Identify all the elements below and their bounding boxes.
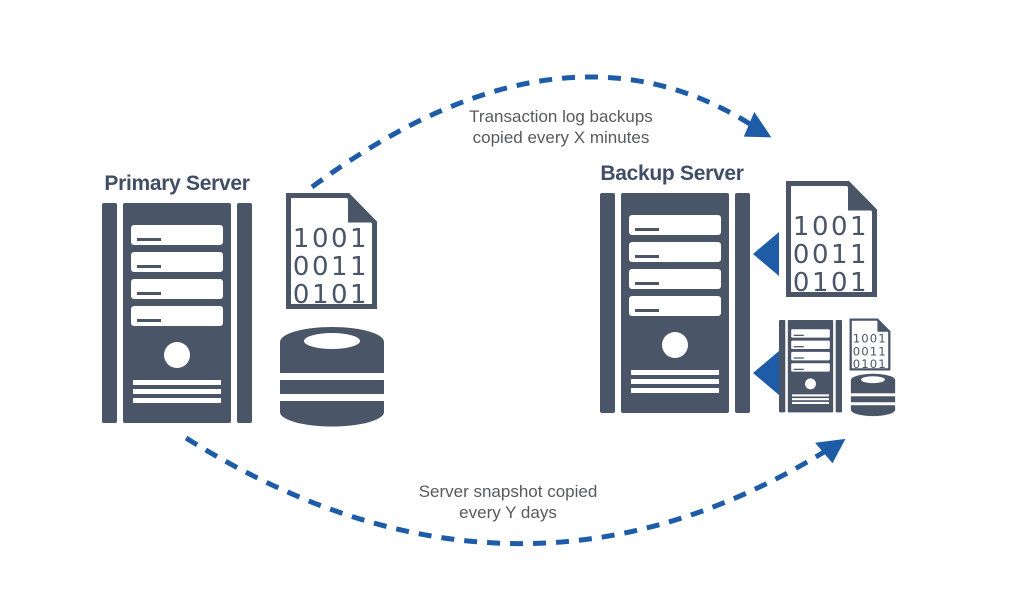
binary-row: 0011 [853, 344, 887, 358]
snapshot-flow-label: Server snapshot copied every Y days [347, 481, 669, 523]
tower-left-rail [102, 203, 117, 423]
snapshot-copy-arrow-icon [753, 351, 779, 395]
binary-row: 1001 [793, 212, 869, 242]
vent-lines-icon [631, 370, 719, 397]
power-button-icon [662, 332, 688, 358]
binary-row: 1001 [293, 224, 369, 254]
drive-bay-icon [629, 296, 721, 316]
drive-bay-icon [131, 225, 223, 245]
binary-row: 0011 [293, 252, 369, 282]
backup-server-title: Backup Server [600, 162, 744, 185]
log-backup-flow-label: Transaction log backups copied every X m… [400, 106, 722, 148]
tower-right-rail [237, 203, 252, 423]
primary-server-tower-icon [102, 203, 252, 423]
drive-bay-icon [131, 279, 223, 299]
backup-binary-document-icon: 1001 0011 0101 [786, 181, 877, 298]
tower-right-rail [835, 320, 842, 413]
snapshot-database-cylinder-icon [850, 373, 896, 417]
cylinder-top-hole [304, 333, 360, 349]
primary-binary-document-icon: 1001 0011 0101 [286, 193, 377, 310]
primary-database-cylinder-icon [278, 327, 386, 427]
drive-bay-icon [791, 340, 830, 349]
tower-left-rail [779, 320, 786, 413]
snapshot-binary-document-icon: 1001 0011 0101 [849, 318, 891, 371]
primary-server-title: Primary Server [104, 172, 250, 195]
snapshot-flow-label-line1: Server snapshot copied [418, 482, 598, 501]
snapshot-flow-label-line2: every Y days [459, 503, 557, 522]
tower-left-rail [600, 193, 615, 413]
document-fold-corner [348, 195, 375, 223]
drive-bay-icon [629, 242, 721, 262]
binary-row: 0011 [793, 240, 869, 270]
tower-body [123, 203, 231, 423]
tower-body [621, 193, 729, 413]
binary-row: 0101 [853, 357, 887, 371]
document-page [786, 181, 877, 297]
drive-bay-icon [791, 329, 830, 338]
drive-bay-icon [629, 269, 721, 289]
drive-bay-icon [131, 306, 223, 326]
document-page [849, 318, 891, 371]
log-backup-flow-label-line2: copied every X minutes [472, 128, 650, 147]
vent-lines-icon [792, 394, 829, 405]
cylinder-top-hole [861, 376, 885, 384]
log-backup-flow-label-line1: Transaction log backups [469, 107, 653, 126]
binary-row: 0101 [793, 268, 869, 298]
log-copy-arrow-icon [753, 232, 779, 276]
tower-body [787, 320, 834, 413]
binary-row: 0101 [293, 280, 369, 310]
snapshot-server-tower-icon [779, 320, 842, 413]
power-button-icon [805, 378, 816, 390]
power-button-icon [164, 342, 190, 368]
drive-bay-icon [629, 215, 721, 235]
drive-bay-icon [791, 363, 830, 372]
vent-lines-icon [133, 380, 221, 407]
drive-bay-icon [791, 351, 830, 361]
document-page [286, 193, 377, 309]
document-fold-corner [848, 183, 875, 211]
backup-server-tower-icon [600, 193, 750, 413]
binary-row: 1001 [853, 332, 887, 346]
drive-bay-icon [131, 252, 223, 272]
tower-right-rail [735, 193, 750, 413]
